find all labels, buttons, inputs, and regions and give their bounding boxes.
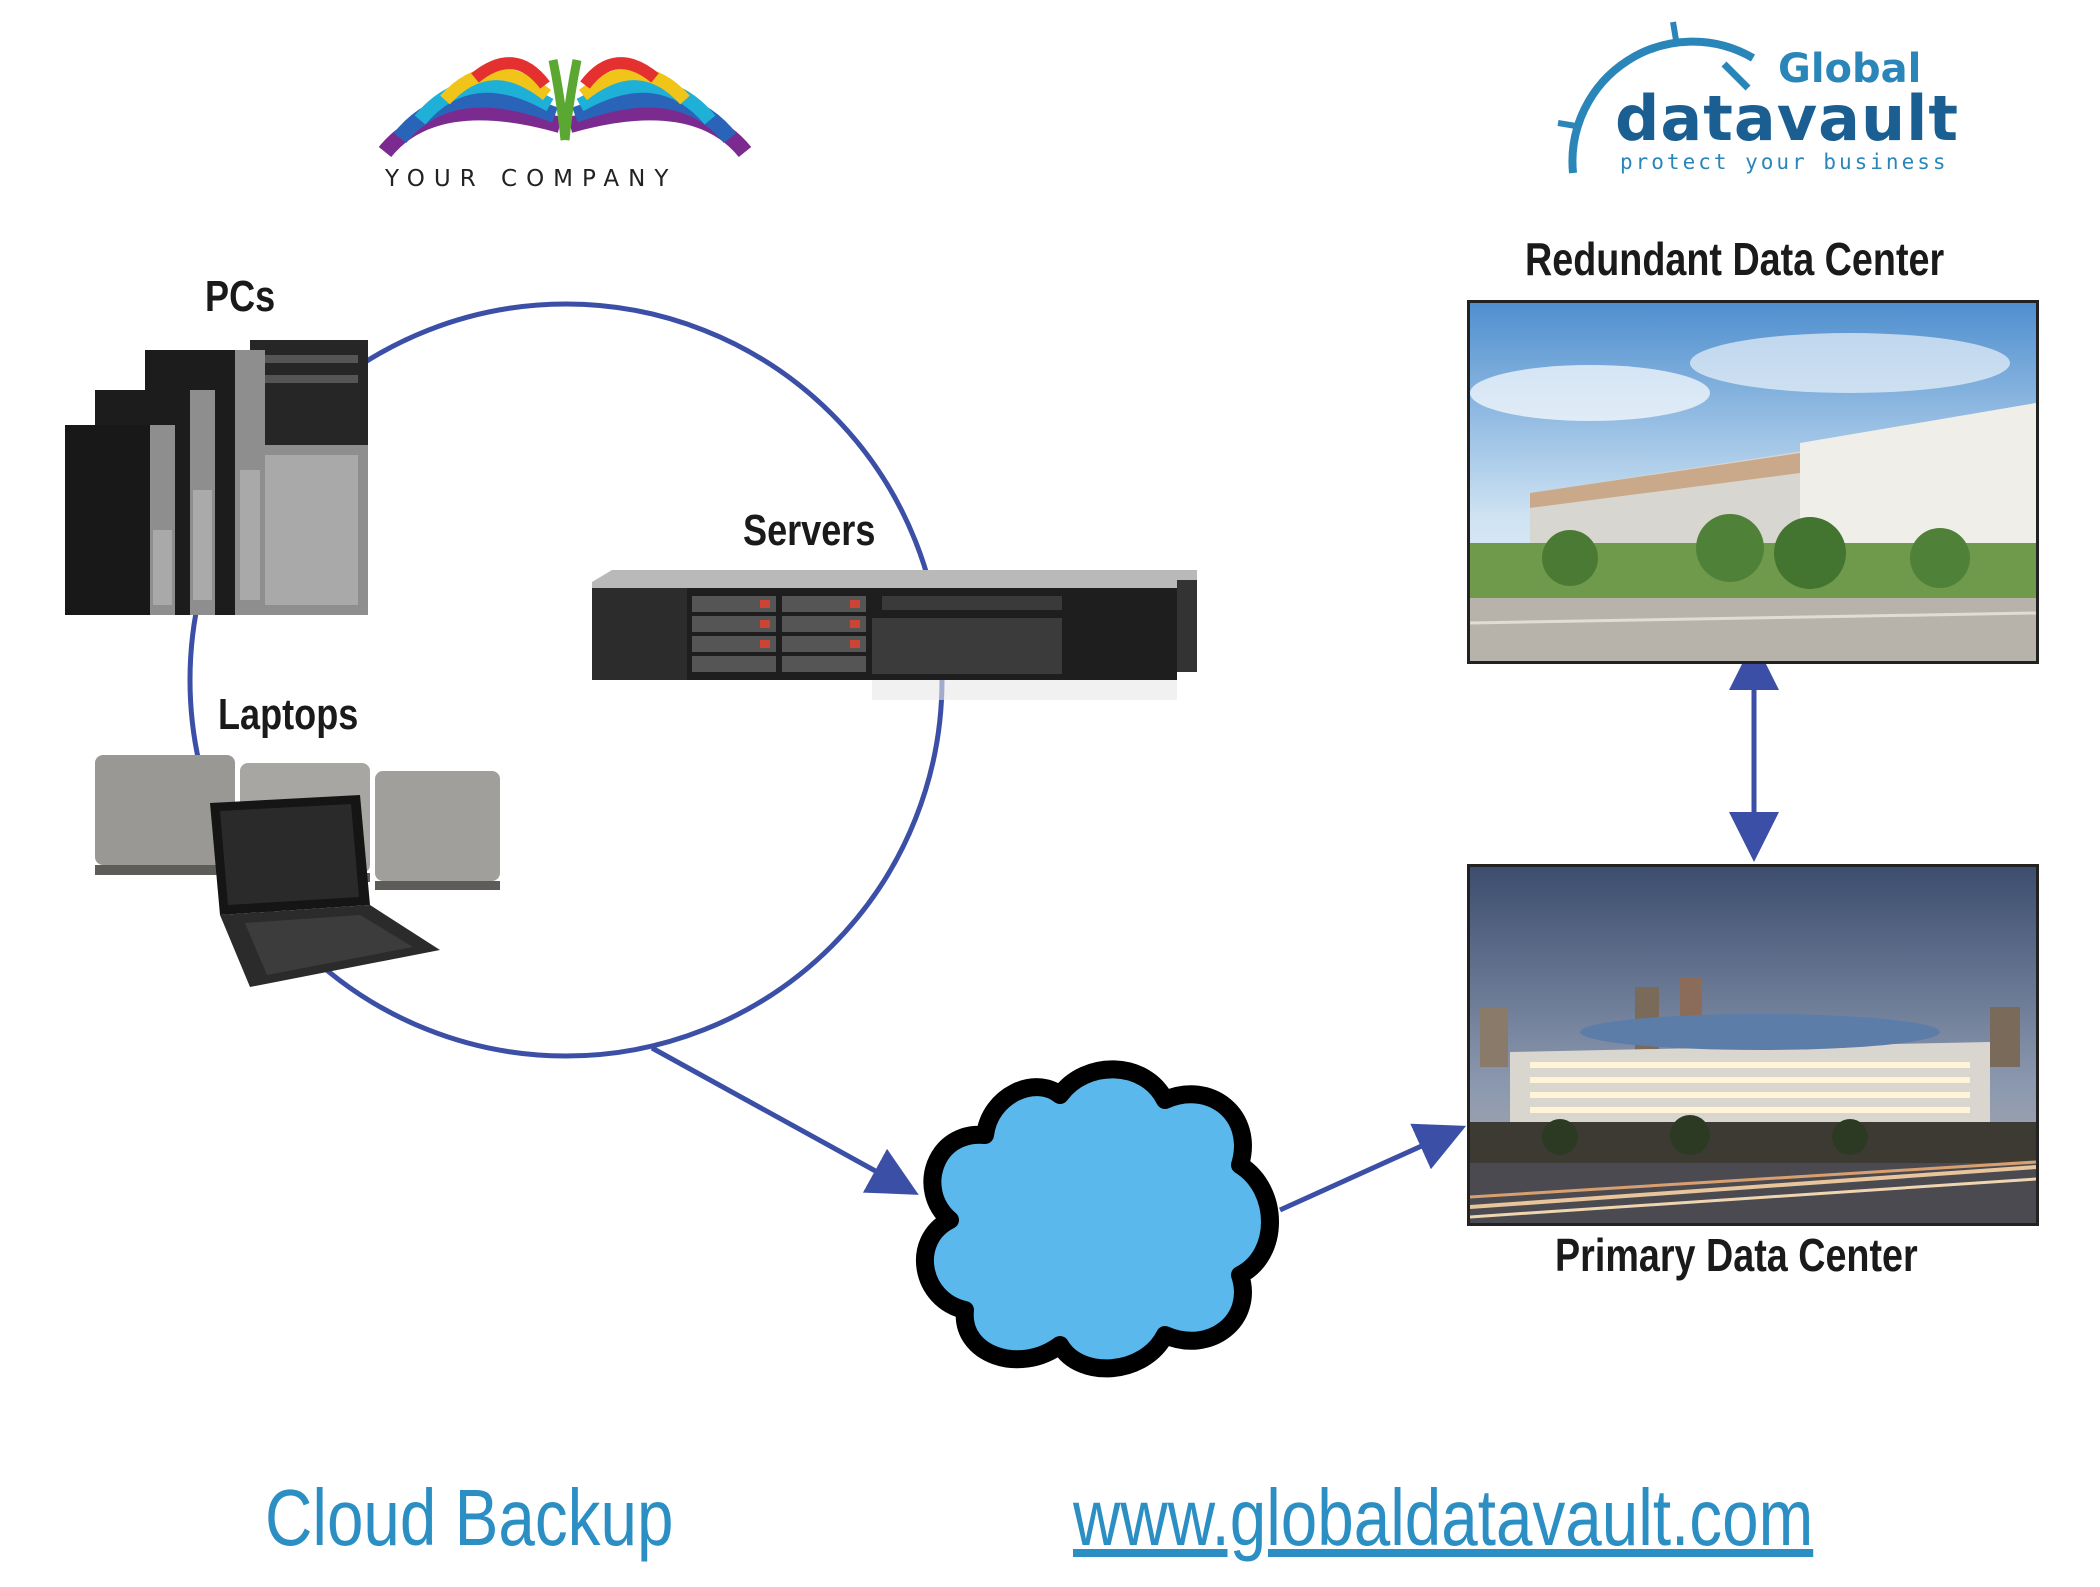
primary-dc-label: Primary Data Center (1555, 1229, 1918, 1281)
gauge-arc-icon (1557, 21, 1756, 174)
pc-towers-icon (65, 340, 368, 615)
servers-label: Servers (743, 506, 876, 555)
redundant-dc-label: Redundant Data Center (1525, 233, 1945, 285)
primary-dc-photo (1467, 864, 2039, 1226)
arrow-to-primary-dc (1278, 1123, 1467, 1213)
laptops-label: Laptops (218, 690, 359, 739)
company-logo-text: YOUR COMPANY (385, 166, 678, 192)
pcs-label: PCs (205, 272, 276, 321)
gdv-logo-datavault: datavault (1615, 82, 1959, 155)
gdv-logo-tagline: protect your business (1620, 150, 1949, 174)
gdv-logo-global: Global (1778, 46, 1922, 92)
company-logo-icon (378, 57, 752, 158)
cloud-icon (916, 1060, 1279, 1378)
website-link[interactable]: www.globaldatavault.com (1073, 1473, 1814, 1562)
rack-server-icon (592, 570, 1197, 700)
laptops-icon (95, 755, 500, 987)
cloud-backup-title: Cloud Backup (265, 1473, 674, 1562)
arrow-to-cloud (650, 1045, 919, 1195)
redundant-dc-photo (1467, 300, 2039, 664)
